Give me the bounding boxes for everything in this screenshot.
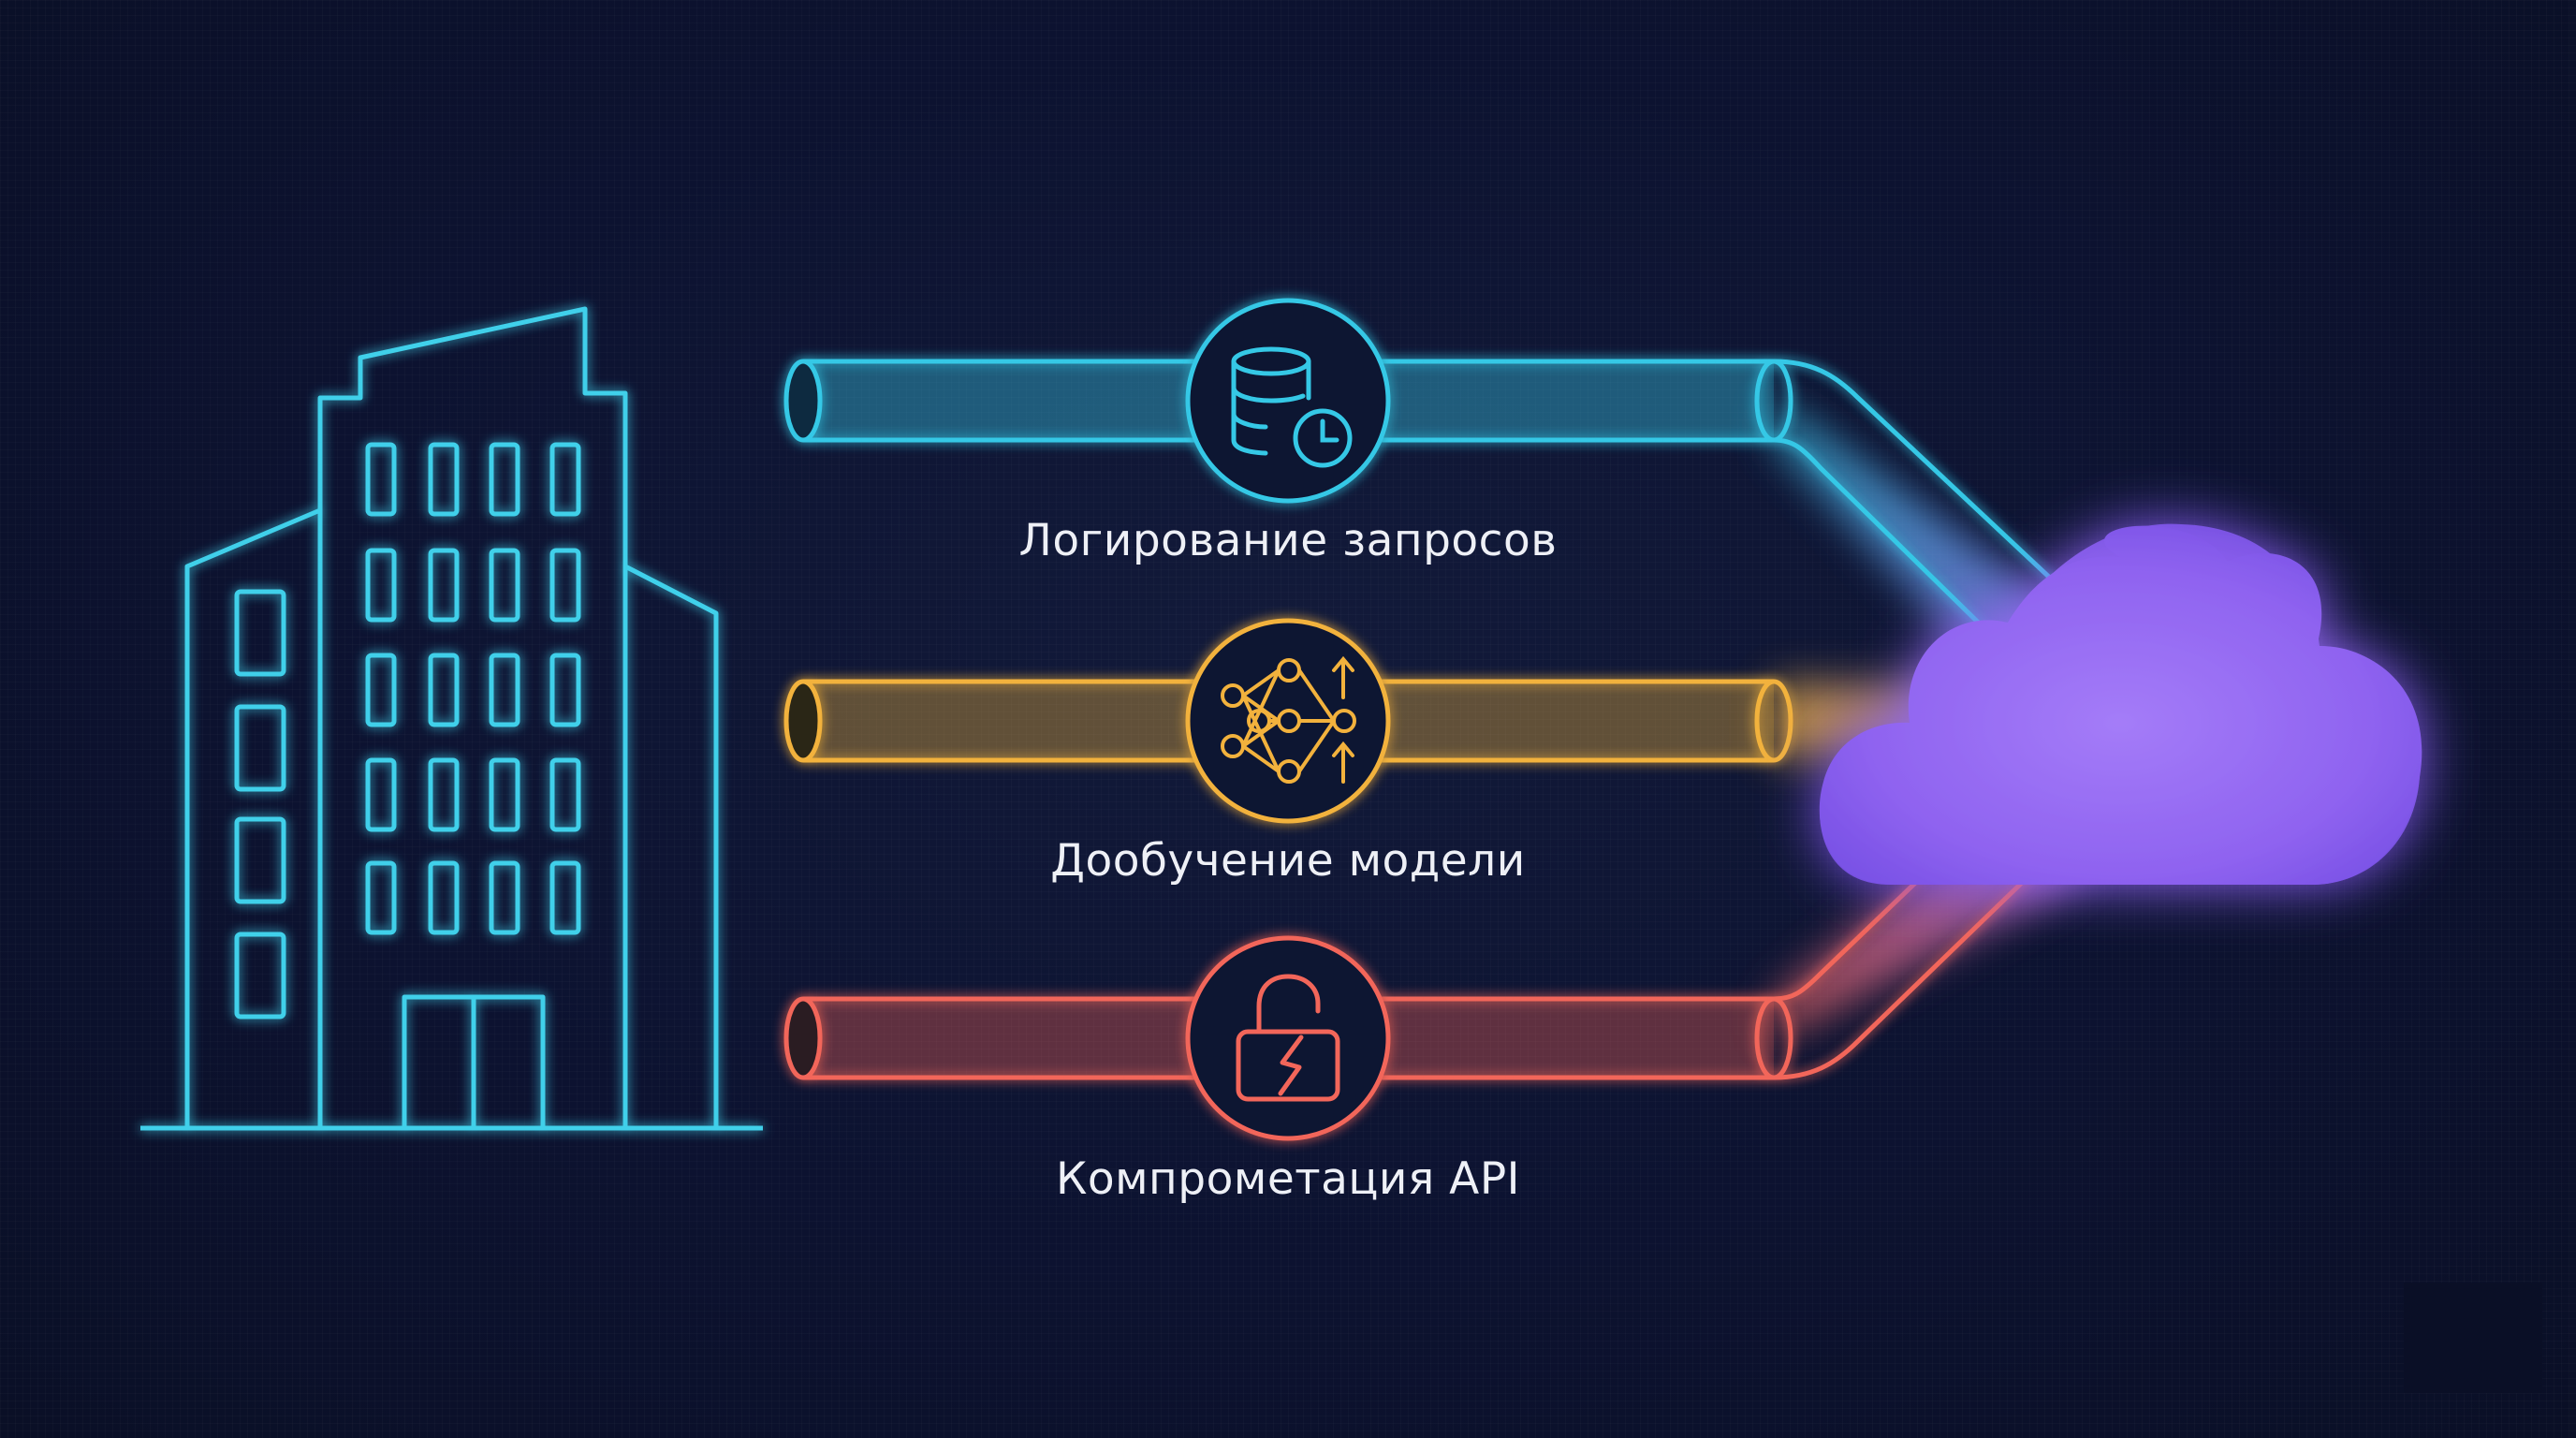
office-building-icon — [140, 306, 763, 1131]
window — [234, 589, 286, 677]
building-main-tower — [317, 306, 628, 1128]
channel-label-finetune: Дообучение модели — [1050, 835, 1526, 887]
building-right-wing — [623, 564, 719, 1128]
neural-network-icon — [1185, 618, 1391, 824]
channel-label-compromise: Компрометация API — [1055, 1153, 1521, 1205]
window — [234, 932, 286, 1020]
window — [234, 816, 286, 904]
window — [234, 704, 286, 792]
channel-label-logging: Логирование запросов — [1018, 515, 1558, 566]
tower-windows — [365, 442, 581, 935]
database-clock-icon — [1185, 298, 1391, 504]
corner-placeholder — [2404, 1283, 2542, 1393]
cloud-icon — [1819, 523, 2422, 885]
broken-lock-icon — [1185, 935, 1391, 1141]
